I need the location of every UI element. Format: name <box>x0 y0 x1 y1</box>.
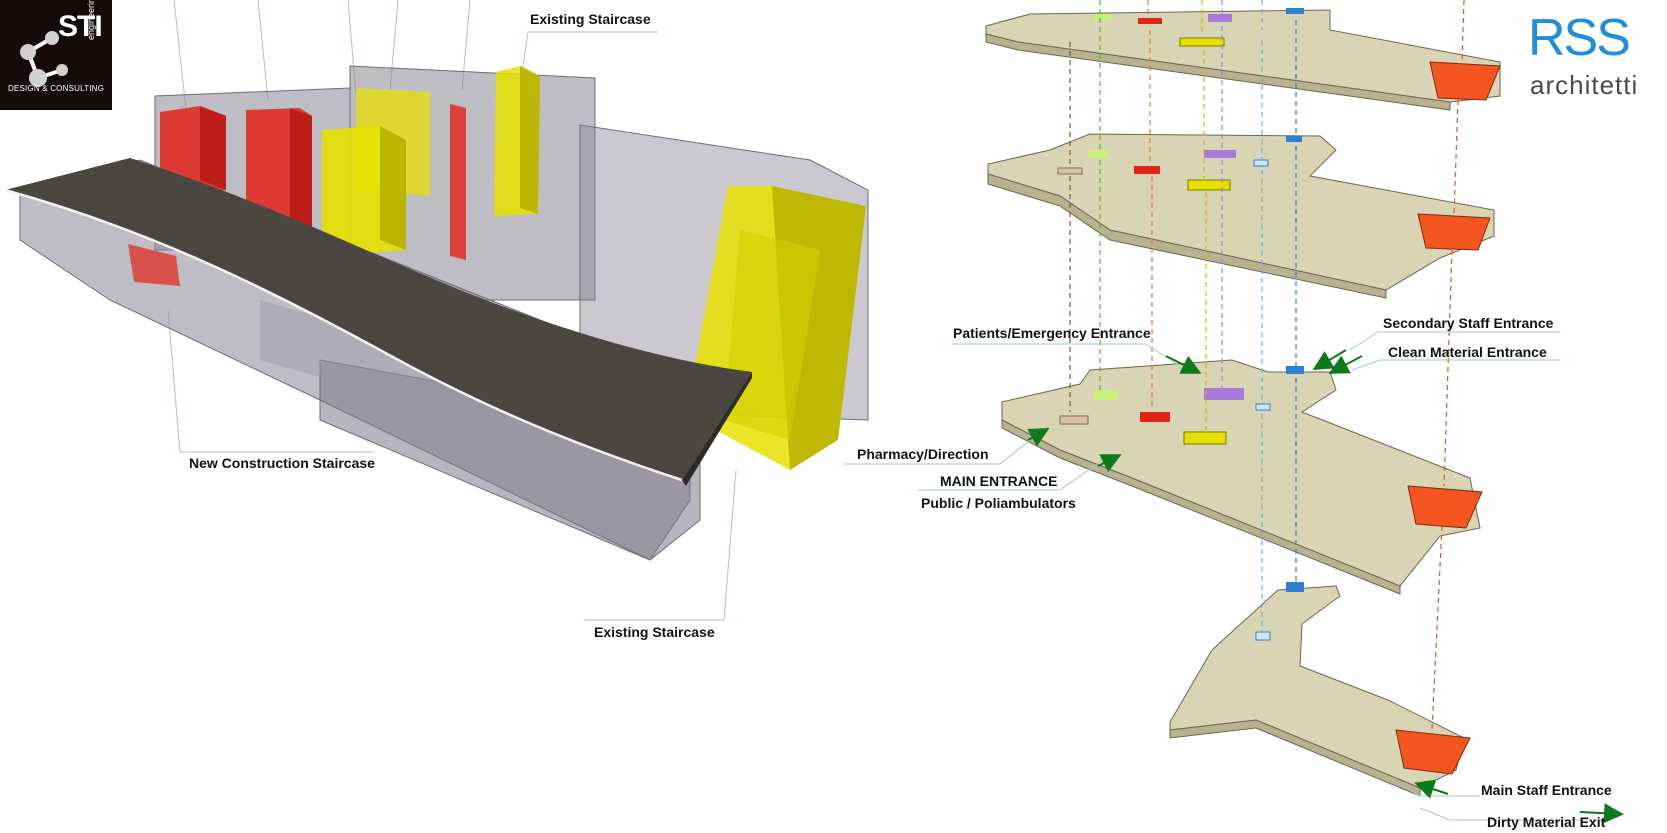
sti-logo-sub: engineering <box>86 0 96 40</box>
new-connecting-roof-slab <box>4 158 752 486</box>
building-model <box>4 0 869 621</box>
entrance-arrows <box>1027 349 1624 824</box>
label-existing-staircase-top: Existing Staircase <box>530 11 651 27</box>
floor-level-1 <box>1169 582 1471 797</box>
label-pharmacy-direction: Pharmacy/Direction <box>857 446 989 462</box>
sti-logo-name: STI <box>58 10 103 43</box>
label-patients-emergency-entrance: Patients/Emergency Entrance <box>953 325 1151 341</box>
sti-engineering-logo: STI engineering DESIGN & CONSULTING <box>0 0 112 110</box>
vertical-circulation-connectors <box>1069 0 1465 731</box>
existing-yellow-staircase-cores <box>322 66 866 470</box>
label-existing-staircase-bottom: Existing Staircase <box>594 624 715 640</box>
molecule-icon <box>20 31 68 87</box>
leader-lines-left <box>167 0 737 621</box>
label-public-poliambulators: Public / Poliambulators <box>921 495 1076 511</box>
floor-plans <box>844 0 1624 824</box>
new-red-staircase-cores <box>128 104 466 286</box>
rss-logo-sub: architetti <box>1530 70 1639 100</box>
sti-logo-tagline: DESIGN & CONSULTING <box>7 84 105 93</box>
label-clean-material-entrance: Clean Material Entrance <box>1388 344 1547 360</box>
floor-level-4 <box>985 8 1501 111</box>
label-dirty-material-exit: Dirty Material Exit <box>1487 814 1606 830</box>
label-main-entrance: MAIN ENTRANCE <box>940 473 1058 489</box>
rss-logo-mark: RSS <box>1528 9 1631 67</box>
floor-level-2-main-entrance <box>1001 359 1483 595</box>
label-new-construction-staircase: New Construction Staircase <box>189 455 375 471</box>
label-main-staff-entrance: Main Staff Entrance <box>1481 782 1612 798</box>
floor-level-3 <box>987 133 1495 299</box>
label-secondary-staff-entrance: Secondary Staff Entrance <box>1383 315 1554 331</box>
rss-architetti-logo: RSS architetti <box>1528 9 1656 100</box>
